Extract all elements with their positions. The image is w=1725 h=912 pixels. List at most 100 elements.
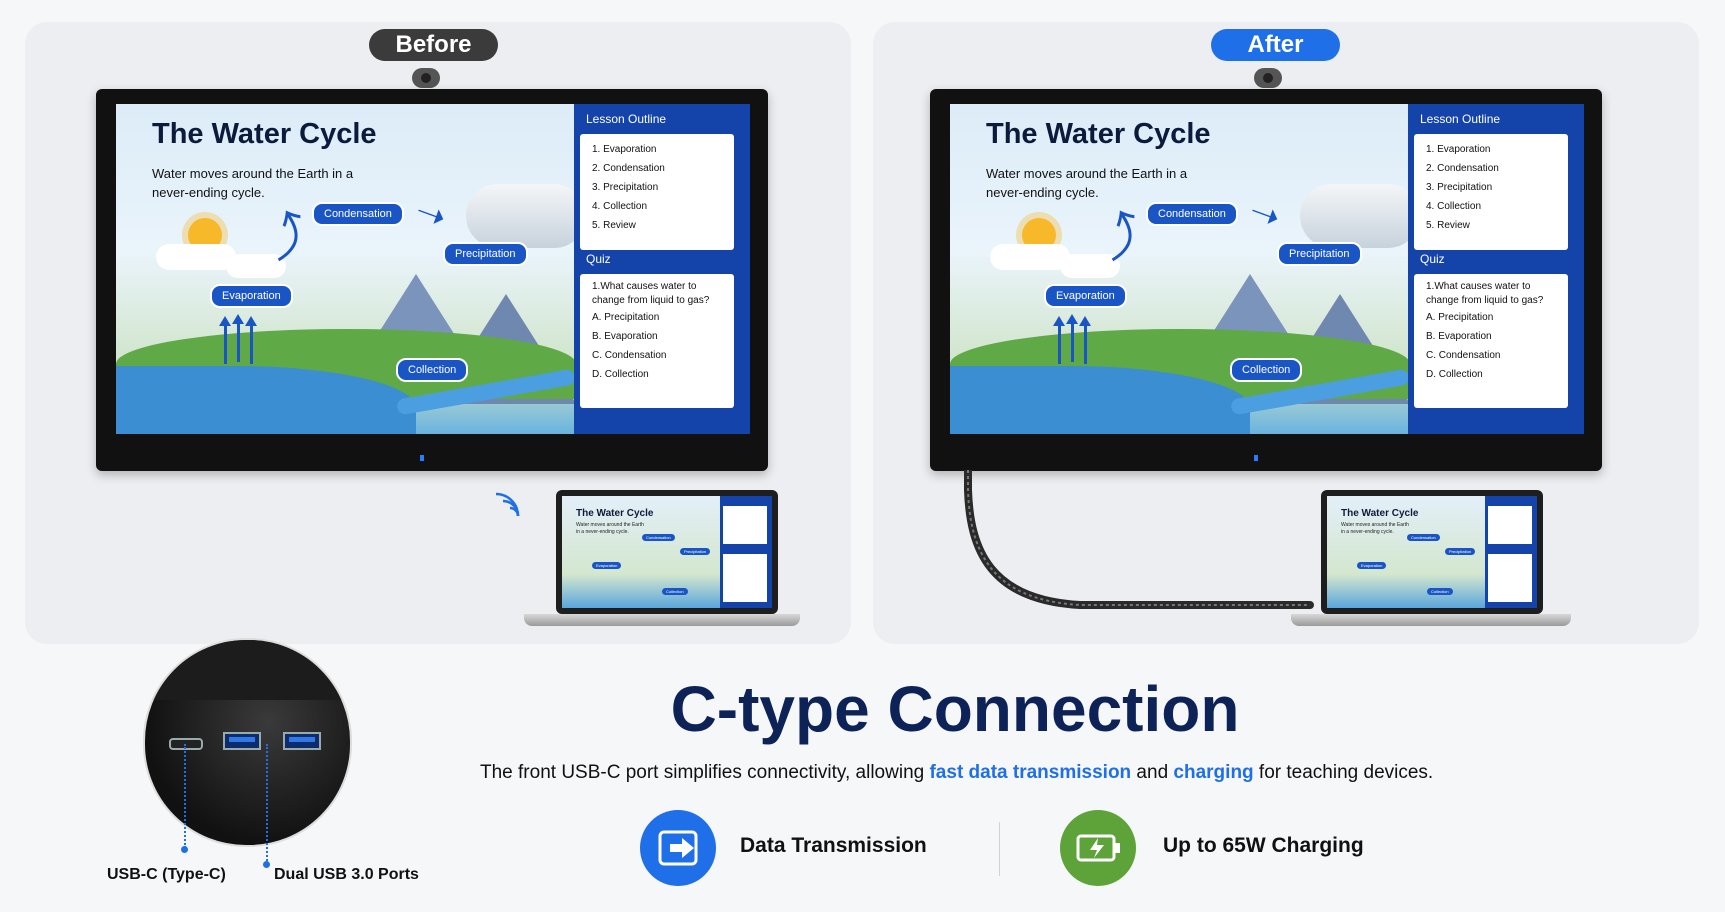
mini-precipitation-label: Precipitation	[680, 548, 711, 555]
cloud-icon	[990, 244, 1070, 270]
quiz-heading: Quiz	[586, 252, 611, 266]
quiz-box: 1.What causes water to change from liqui…	[580, 274, 734, 408]
mini-collection-label: Collection	[662, 588, 688, 595]
rain-cloud-icon	[1300, 184, 1420, 248]
curved-arrow-icon: ➝	[1244, 189, 1287, 238]
quiz-option: A. Precipitation	[1426, 312, 1494, 323]
leader-dot	[263, 861, 270, 868]
mini-precipitation-label: Precipitation	[1445, 548, 1476, 555]
usbc-leader-line	[184, 744, 186, 848]
mini-sidebar	[720, 496, 772, 608]
quiz-option: C. Condensation	[592, 350, 667, 361]
mini-evaporation-label: Evaporation	[592, 562, 622, 569]
arrow-up-icon	[245, 316, 257, 364]
usb3-leader-line	[266, 744, 268, 864]
laptop-base	[1291, 614, 1571, 626]
collection-label: Collection	[396, 358, 469, 382]
wireless-signal-icon	[495, 492, 520, 517]
evaporation-label: Evaporation	[210, 284, 293, 308]
quiz-option: C. Condensation	[1426, 350, 1501, 361]
outline-item: 4. Collection	[592, 201, 648, 212]
usb-c-cable	[964, 470, 1314, 609]
quiz-option: A. Precipitation	[592, 312, 660, 323]
arrow-up-icon	[232, 314, 244, 362]
quiz-box: 1.What causes water to change from liqui…	[1414, 274, 1568, 408]
outline-item: 1. Evaporation	[592, 144, 657, 155]
evaporation-label: Evaporation	[1044, 284, 1127, 308]
mini-quiz-box	[723, 554, 767, 602]
usb3-port	[223, 732, 261, 750]
display-screen: The Water Cycle Water moves around the E…	[116, 104, 750, 434]
quiz-option: D. Collection	[592, 369, 649, 380]
outline-item: 5. Review	[1426, 220, 1470, 231]
quiz-heading: Quiz	[1420, 252, 1445, 266]
quiz-option: B. Evaporation	[1426, 331, 1492, 342]
description-text: and	[1131, 762, 1174, 783]
description-highlight: charging	[1173, 762, 1254, 783]
lesson-sidebar: Lesson Outline 1. Evaporation 2. Condens…	[574, 104, 750, 434]
usb3-port	[283, 732, 321, 750]
cloud-icon	[1060, 254, 1120, 278]
arrow-up-icon	[1079, 316, 1091, 364]
feature-divider	[999, 822, 1000, 876]
leader-dot	[181, 846, 188, 853]
arrow-up-icon	[219, 316, 231, 364]
description-text: for teaching devices.	[1253, 762, 1434, 783]
before-badge: Before	[369, 29, 498, 61]
precipitation-label: Precipitation	[443, 242, 528, 266]
quiz-question: 1.What causes water to change from liqui…	[592, 281, 710, 306]
rain-cloud-icon	[466, 184, 586, 248]
mini-outline-box	[723, 506, 767, 544]
quiz-question: 1.What causes water to change from liqui…	[1426, 281, 1544, 306]
usbc-port-label: USB-C (Type-C)	[107, 866, 226, 883]
laptop-after: The Water Cycle Water moves around the E…	[1321, 490, 1543, 614]
outline-item: 2. Condensation	[1426, 163, 1499, 174]
description: The front USB-C port simplifies connecti…	[480, 762, 1460, 784]
mini-outline-box	[1488, 506, 1532, 544]
mini-quiz-box	[1488, 554, 1532, 602]
usb-c-port	[169, 738, 203, 750]
power-indicator	[420, 455, 424, 461]
cloud-icon	[226, 254, 286, 278]
interactive-display-after: The Water Cycle Water moves around the E…	[930, 89, 1602, 471]
mini-evaporation-label: Evaporation	[1357, 562, 1387, 569]
outline-box: 1. Evaporation 2. Condensation 3. Precip…	[1414, 134, 1568, 250]
mini-slide-subtitle: Water moves around the Earth in a never-…	[1341, 522, 1409, 535]
mini-slide-subtitle: Water moves around the Earth in a never-…	[576, 522, 644, 535]
laptop-before: The Water Cycle Water moves around the E…	[556, 490, 778, 614]
outline-item: 3. Precipitation	[592, 182, 659, 193]
display-screen: The Water Cycle Water moves around the E…	[950, 104, 1584, 434]
outline-heading: Lesson Outline	[586, 112, 667, 126]
quiz-option: B. Evaporation	[592, 331, 658, 342]
mini-slide-title: The Water Cycle	[576, 508, 654, 519]
mini-collection-label: Collection	[1427, 588, 1453, 595]
slide-title: The Water Cycle	[152, 118, 377, 150]
mini-sidebar	[1485, 496, 1537, 608]
battery-charging-icon	[1060, 810, 1136, 886]
outline-item: 4. Collection	[1426, 201, 1482, 212]
laptop-base	[524, 614, 800, 626]
arrow-up-icon	[1066, 314, 1078, 362]
outline-item: 2. Condensation	[592, 163, 665, 174]
laptop-screen: The Water Cycle Water moves around the E…	[1327, 496, 1537, 608]
collection-label: Collection	[1230, 358, 1303, 382]
outline-item: 5. Review	[592, 220, 636, 231]
description-text: The front USB-C port simplifies connecti…	[480, 762, 930, 783]
outline-item: 1. Evaporation	[1426, 144, 1491, 155]
headline: C-type Connection	[670, 673, 1240, 745]
camera-icon	[412, 68, 440, 88]
camera-icon	[1254, 68, 1282, 88]
description-highlight: fast data transmission	[929, 762, 1132, 783]
mini-slide-title: The Water Cycle	[1341, 508, 1419, 519]
slide-subtitle: Water moves around the Earth in a never-…	[986, 166, 1188, 200]
lesson-sidebar: Lesson Outline 1. Evaporation 2. Condens…	[1408, 104, 1584, 434]
data-transmission-label: Data Transmission	[740, 834, 927, 857]
slide-subtitle: Water moves around the Earth in a never-…	[152, 166, 354, 200]
condensation-label: Condensation	[312, 202, 404, 226]
usb3-port-label: Dual USB 3.0 Ports	[274, 866, 419, 883]
mini-condensation-label: Condensation	[1407, 534, 1440, 541]
mini-condensation-label: Condensation	[642, 534, 675, 541]
laptop-screen: The Water Cycle Water moves around the E…	[562, 496, 772, 608]
precipitation-label: Precipitation	[1277, 242, 1362, 266]
slide-title: The Water Cycle	[986, 118, 1211, 150]
